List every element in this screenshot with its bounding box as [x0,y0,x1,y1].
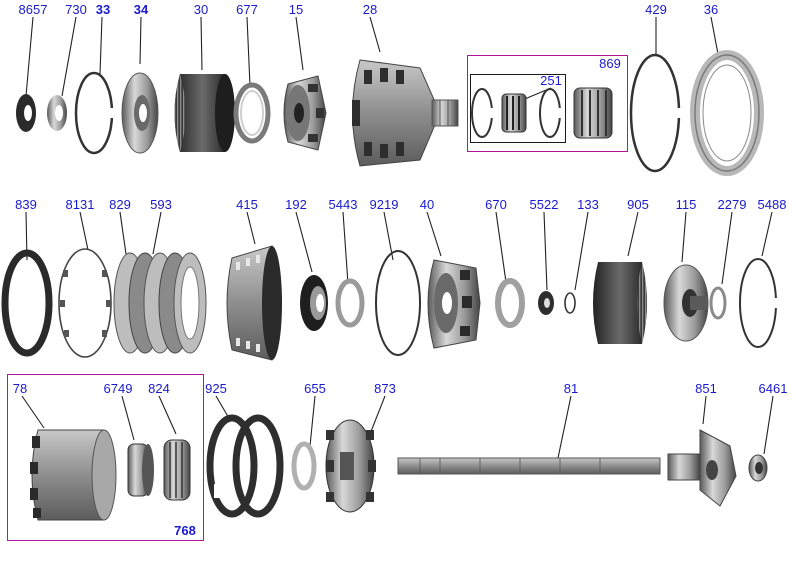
part-label-768[interactable]: 768 [174,523,196,538]
part-label-6749[interactable]: 6749 [103,381,133,396]
group-frame-251 [470,74,566,143]
part-label-415[interactable]: 415 [236,197,258,212]
part-label-33[interactable]: 33 [95,2,111,17]
part-label-78[interactable]: 78 [12,381,28,396]
part-label-925[interactable]: 925 [205,381,227,396]
part-label-905[interactable]: 905 [627,197,649,212]
part-label-81[interactable]: 81 [563,381,579,396]
part-label-873[interactable]: 873 [374,381,396,396]
part-label-8131[interactable]: 8131 [65,197,95,212]
part-label-115[interactable]: 115 [675,197,697,212]
part-label-429[interactable]: 429 [645,2,667,17]
group-frame-869 [467,55,628,152]
part-label-28[interactable]: 28 [362,2,378,17]
part-label-655[interactable]: 655 [304,381,326,396]
part-label-40[interactable]: 40 [419,197,435,212]
part-label-677[interactable]: 677 [236,2,258,17]
part-label-8657[interactable]: 8657 [18,2,48,17]
part-label-9219[interactable]: 9219 [369,197,399,212]
part-label-133[interactable]: 133 [577,197,599,212]
part-label-15[interactable]: 15 [288,2,304,17]
part-label-2279[interactable]: 2279 [717,197,747,212]
part-label-5488[interactable]: 5488 [757,197,787,212]
part-label-36[interactable]: 36 [703,2,719,17]
part-label-192[interactable]: 192 [285,197,307,212]
part-label-829[interactable]: 829 [109,197,131,212]
part-label-593[interactable]: 593 [150,197,172,212]
part-label-670[interactable]: 670 [485,197,507,212]
part-label-824[interactable]: 824 [148,381,170,396]
part-label-34[interactable]: 34 [133,2,149,17]
part-label-6461[interactable]: 6461 [758,381,788,396]
part-label-5443[interactable]: 5443 [328,197,358,212]
part-label-730[interactable]: 730 [65,2,87,17]
part-label-251[interactable]: 251 [540,73,562,88]
group-frame-768 [7,374,204,541]
part-label-30[interactable]: 30 [193,2,209,17]
part-label-5522[interactable]: 5522 [529,197,559,212]
part-label-869[interactable]: 869 [599,56,621,71]
part-label-851[interactable]: 851 [695,381,717,396]
part-label-839[interactable]: 839 [15,197,37,212]
leader-lines [21,16,774,459]
